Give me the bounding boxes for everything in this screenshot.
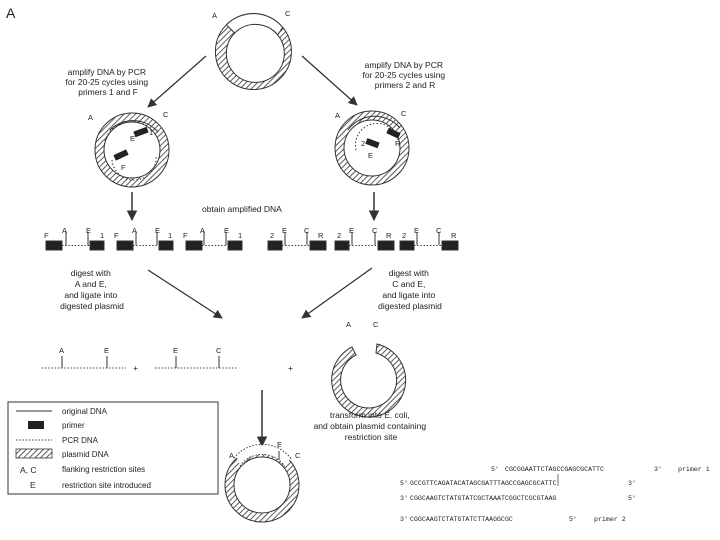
final-plasmid: [224, 443, 300, 523]
fragment-label: E: [282, 226, 287, 235]
fragment-label: 1: [100, 231, 104, 240]
site-label-a: A: [346, 320, 351, 329]
site-label-e: E: [130, 134, 135, 143]
fragment-label: 2: [270, 231, 274, 240]
fragment-label: A: [132, 226, 137, 235]
arrow-left-converge: [147, 269, 223, 319]
legend-key: A, C: [20, 465, 37, 475]
right-fragment-row: [267, 232, 459, 251]
left-digest-label: digest with A and E, and ligate into dig…: [60, 268, 124, 311]
site-label-e: E: [368, 151, 373, 160]
site-label-a: A: [59, 346, 64, 355]
sequence-end: 3': [400, 516, 408, 523]
sequence: CGCGGAATTCTAGCCGAGCGCATTC: [505, 466, 604, 473]
legend-key: E: [30, 480, 36, 490]
fragment-ae: [42, 356, 126, 369]
fragment-label: R: [318, 231, 324, 240]
arrow-top-left: [147, 55, 207, 108]
left-fragment-row: [45, 232, 243, 251]
left-pcr-plasmid: A C E 1 F: [88, 110, 170, 188]
fragment-label: F: [183, 231, 188, 240]
site-label-e: E: [104, 346, 109, 355]
fragment-label: 2: [402, 231, 406, 240]
digested-plasmid: [331, 343, 407, 418]
legend-label: flanking restriction sites: [62, 465, 145, 474]
site-label-c: C: [216, 346, 222, 355]
right-fragment-labels: 2 E C R 2 E C R 2 E C R: [270, 226, 457, 240]
fragment-label: C: [372, 226, 378, 235]
plus-sign: +: [133, 363, 138, 373]
plus-sign: +: [288, 363, 293, 373]
primer-box-icon: [28, 421, 44, 429]
fragment-label: A: [200, 226, 205, 235]
arrow-top-right: [301, 55, 358, 106]
right-digest-label: digest with C and E, and ligate into dig…: [378, 268, 442, 311]
right-step-label: amplify DNA by PCR for 20-25 cycles usin…: [362, 60, 447, 90]
sequence-end: 3': [628, 480, 636, 487]
obtain-label: obtain amplified DNA: [202, 204, 282, 214]
top-plasmid: A C: [212, 9, 292, 91]
legend-label: restriction site introduced: [62, 481, 151, 490]
fragment-label: F: [44, 231, 49, 240]
right-pcr-plasmid: A C E 2 R: [334, 109, 410, 186]
arrow-right-converge: [301, 267, 373, 319]
hatched-box-icon: [15, 448, 53, 459]
site-label-e: E: [173, 346, 178, 355]
sequence: CGGCAAGTCTATGTATCTTAAGGCGC: [410, 516, 513, 523]
primer-label-1: 1: [149, 128, 153, 137]
fragment-label: A: [62, 226, 67, 235]
sequence-end: 3': [654, 466, 662, 473]
primer-label-r: R: [395, 139, 401, 148]
site-label-a: A: [88, 113, 93, 122]
sequence-end: 5': [400, 480, 408, 487]
legend-label: primer: [62, 421, 85, 430]
fragment-label: 1: [168, 231, 172, 240]
site-label-c: C: [401, 109, 407, 118]
fragment-label: E: [224, 226, 229, 235]
panel-label: A: [6, 5, 16, 21]
site-label-a: A: [229, 451, 234, 460]
legend: original DNA primer PCR DNA plasmid DNA …: [7, 401, 219, 495]
fragment-label: E: [155, 226, 160, 235]
site-label-e: E: [277, 440, 282, 449]
sequence-name: primer 1: [678, 466, 710, 473]
site-label-a: A: [335, 111, 340, 120]
sequence-end: 3': [400, 495, 408, 502]
legend-label: PCR DNA: [62, 436, 99, 445]
sequence-end: 5': [569, 516, 577, 523]
fragment-label: 1: [238, 231, 242, 240]
primer-label-2: 2: [361, 139, 365, 148]
site-label-a: A: [212, 11, 217, 20]
legend-label: original DNA: [62, 407, 108, 416]
fragment-label: 2: [337, 231, 341, 240]
left-fragment-labels: F A E 1 F A E 1 F A E 1: [44, 226, 242, 240]
fragment-label: R: [451, 231, 457, 240]
fragment-label: C: [304, 226, 310, 235]
site-label-c: C: [285, 9, 291, 18]
legend-label: plasmid DNA: [62, 450, 109, 459]
transform-label: transform into E. coli, and obtain plasm…: [314, 410, 429, 442]
fragment-label: F: [114, 231, 119, 240]
site-label-c: C: [373, 320, 379, 329]
fragment-label: E: [349, 226, 354, 235]
primer-sequences: 5' CGCGGAATTCTAGCCGAGCGCATTC 3' primer 1…: [400, 466, 710, 523]
site-label-c: C: [163, 110, 169, 119]
sequence-end: 5': [628, 495, 636, 502]
fragment-label: R: [386, 231, 392, 240]
sequence: CGGCAAGTCTATGTATCGCTAAATCGGCTCGCGTAAG: [410, 495, 556, 502]
fragment-ec: [155, 356, 238, 369]
fragment-label: C: [436, 226, 442, 235]
fragment-label: E: [86, 226, 91, 235]
left-step-label: amplify DNA by PCR for 20-25 cycles usin…: [65, 67, 150, 97]
primer-label-f: F: [121, 163, 126, 172]
sequence-name: primer 2: [594, 516, 626, 523]
fragment-label: E: [414, 226, 419, 235]
sequence-end: 5': [491, 466, 499, 473]
site-label-c: C: [295, 451, 301, 460]
sequence: GCCGTTCAGATACATAGCGATTTAGCCGAGCGCATTC: [410, 480, 556, 487]
